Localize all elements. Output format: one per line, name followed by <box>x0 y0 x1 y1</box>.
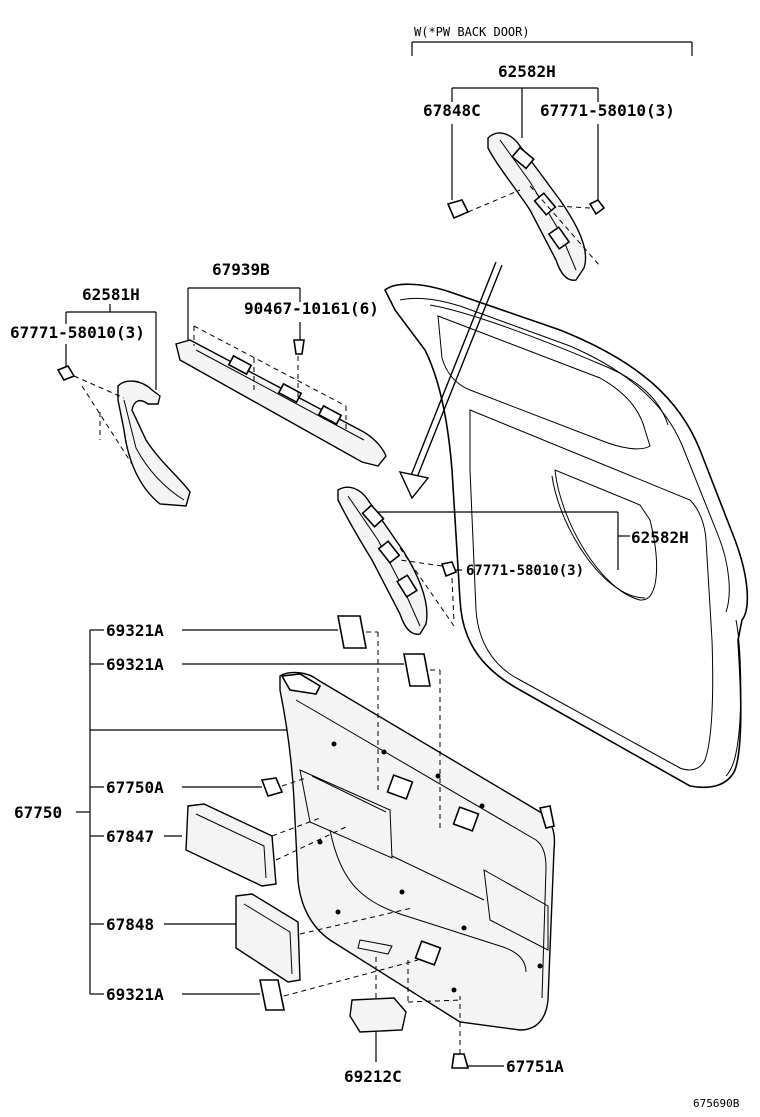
label-67751A: 67751A <box>506 1057 564 1076</box>
mid-pillar-group: 62582H 67771-58010(3) <box>337 486 689 635</box>
back-door-outline <box>383 283 749 789</box>
label-67771-mid: 67771-58010(3) <box>466 563 584 579</box>
cap-69321A-1 <box>337 615 379 790</box>
label-67847: 67847 <box>106 827 154 846</box>
pocket-67848 <box>235 893 413 983</box>
label-69321A-3: 69321A <box>106 985 164 1004</box>
label-67939B: 67939B <box>212 260 270 279</box>
label-67771-left: 67771-58010(3) <box>10 323 145 342</box>
label-67771-top: 67771-58010(3) <box>540 101 675 120</box>
lamp-69212C: 69212C <box>344 954 407 1086</box>
ref-code: 675690B <box>693 1097 740 1110</box>
label-67848: 67848 <box>106 915 154 934</box>
label-69321A-1: 69321A <box>106 621 164 640</box>
left-pillar-group: 62581H 67771-58010(3) <box>10 285 191 507</box>
label-tree-67750: 67750 69321A 69321A 67750A 67847 67848 6… <box>14 621 404 1004</box>
label-67750A: 67750A <box>106 778 164 797</box>
cap-69321A-2 <box>403 653 441 830</box>
label-69321A-2: 69321A <box>106 655 164 674</box>
cap-69321A-3 <box>259 959 419 1011</box>
rail-trim-group: 67939B 90467-10161(6) <box>175 260 387 467</box>
clip-67751A: 67751A <box>407 960 564 1076</box>
label-62582H-top: 62582H <box>498 62 556 81</box>
clip-67750A <box>260 777 307 797</box>
label-62581H: 62581H <box>82 285 140 304</box>
label-62582H-mid: 62582H <box>631 528 689 547</box>
label-90467: 90467-10161(6) <box>244 299 379 318</box>
pw-back-door-group: W(*PW BACK DOOR) 62582H 67848C 67771-580… <box>411 25 693 281</box>
label-67848C: 67848C <box>423 101 481 120</box>
label-67750: 67750 <box>14 803 62 822</box>
label-69212C: 69212C <box>344 1067 402 1086</box>
pocket-67847 <box>185 803 349 887</box>
direction-arrow <box>398 261 503 500</box>
door-trim-panel <box>279 671 556 1031</box>
condition-label: W(*PW BACK DOOR) <box>414 25 530 39</box>
